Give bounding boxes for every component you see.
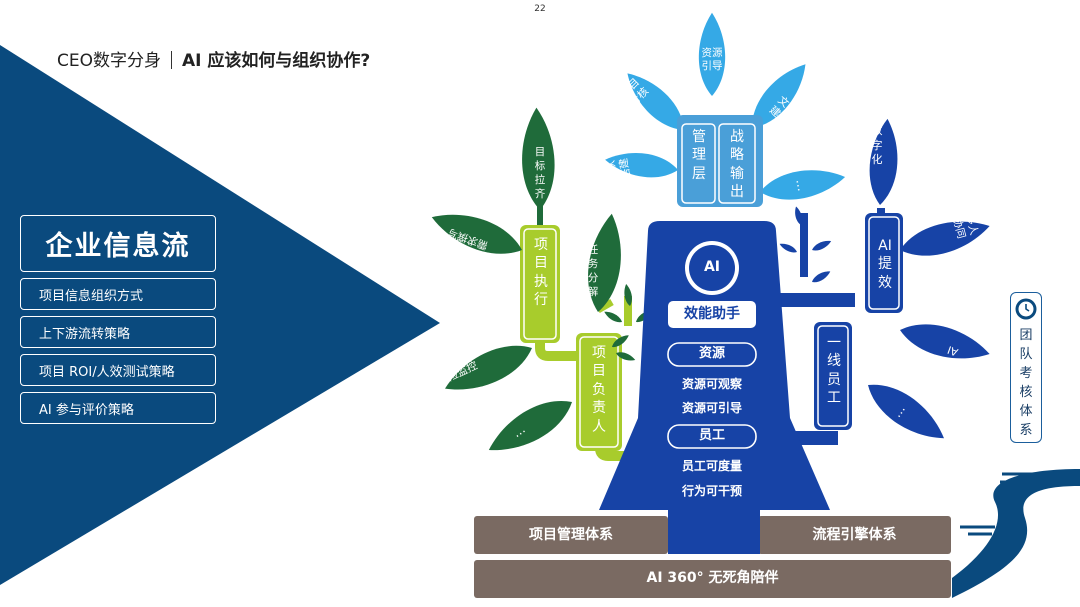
base-bottom-label: AI 360° 无死角陪伴 xyxy=(646,570,779,586)
page-number: 22 xyxy=(534,4,546,14)
resource-label: 资源 xyxy=(698,346,725,361)
trunk-base xyxy=(668,505,760,554)
river-icon xyxy=(952,469,1080,598)
header-subtitle: AI 应该如何与组织协作? xyxy=(182,51,371,71)
frontline-branch xyxy=(814,322,852,430)
ai-efficiency-branch xyxy=(865,213,903,313)
leaf-requirement-writing xyxy=(426,202,528,265)
employee-line-1: 员工可度量 xyxy=(681,459,742,473)
flow-title-box: 企业信息流 xyxy=(20,215,216,272)
base-left-label: 项目管理体系 xyxy=(529,527,613,543)
leaf-digitalization-label: 数字化 xyxy=(871,124,883,167)
leaf-task-breakdown-label: 任务分解 xyxy=(587,244,599,298)
base-right-label: 流程引擎体系 xyxy=(812,527,897,543)
ai-circle-inner xyxy=(689,245,735,291)
base-right-block xyxy=(758,516,951,554)
project-owner-label: 项目负责人 xyxy=(592,345,606,435)
ai-label: AI xyxy=(703,259,721,275)
frontline-label: 一线员工 xyxy=(827,335,841,407)
lime-stub xyxy=(624,296,632,326)
clock-icon xyxy=(1015,298,1037,320)
assistant-pill xyxy=(668,301,756,328)
employee-line-2: 行为可干预 xyxy=(681,484,742,498)
flow-item: AI 参与评价策略 xyxy=(20,392,216,424)
base-left-block xyxy=(474,516,668,554)
flow-item: 上下游流转策略 xyxy=(20,316,216,348)
leaf-owner-more xyxy=(481,388,580,464)
employee-pill xyxy=(667,424,757,449)
project-exec-label: 项目执行 xyxy=(534,237,548,309)
team-assessment-label: 团队考核体系 xyxy=(1019,328,1033,438)
flow-item: 项目 ROI/人效测试策略 xyxy=(20,354,216,386)
lime-connector xyxy=(535,340,578,361)
navy-triangle xyxy=(0,45,440,585)
management-box xyxy=(677,115,763,207)
project-exec-branch xyxy=(520,225,560,343)
strategy-label: 战略输出 xyxy=(730,129,744,201)
management-label: 管理层 xyxy=(692,129,706,182)
ai-efficiency-label: AI提效 xyxy=(878,238,892,291)
leaf-resource-guidance-label: 资源引导 xyxy=(701,47,723,72)
blue-stub xyxy=(800,213,808,277)
project-owner-branch xyxy=(576,333,622,451)
leaf-team-building-label: 团队搭建 xyxy=(604,157,633,183)
base-bottom-block xyxy=(474,560,951,598)
resource-line-2: 资源可引导 xyxy=(681,401,742,415)
header-divider xyxy=(171,51,172,69)
resource-line-1: 资源可观察 xyxy=(681,377,742,391)
assistant-label: 效能助手 xyxy=(684,306,740,322)
resource-pill xyxy=(667,342,757,367)
page-header: CEO数字分身 AI 应该如何与组织协作? xyxy=(57,46,370,71)
flow-item: 项目信息组织方式 xyxy=(20,278,216,310)
leaf-management-more-label: … xyxy=(793,178,810,193)
header-title: CEO数字分身 xyxy=(57,51,161,71)
leaf-goal-alignment-label: 目标拉齐 xyxy=(534,146,546,200)
employee-label: 员工 xyxy=(698,428,725,443)
